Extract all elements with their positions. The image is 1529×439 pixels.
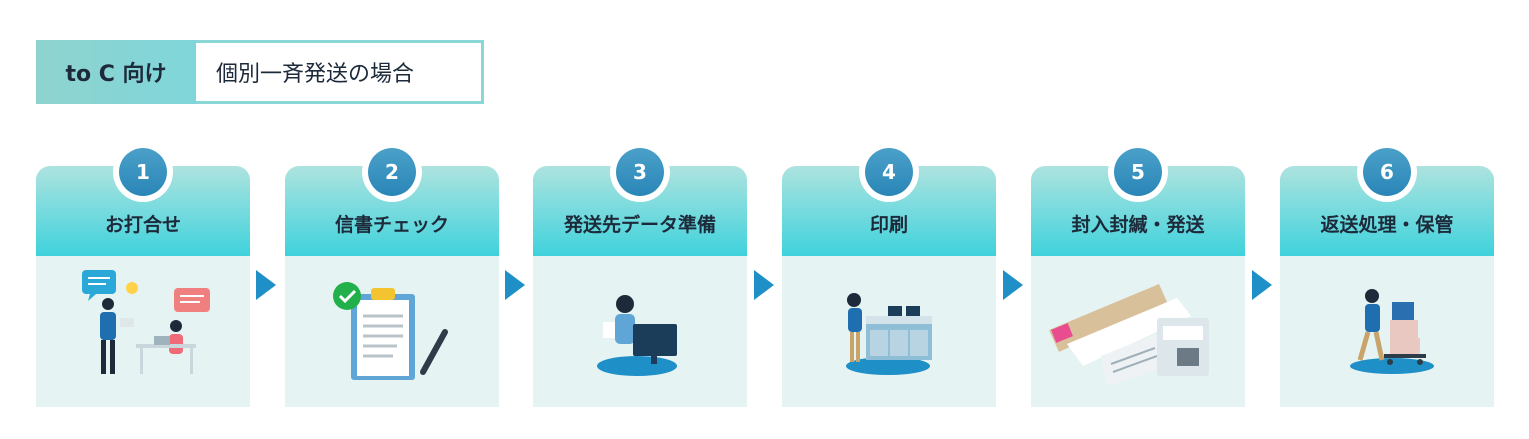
step-number: 5 — [1114, 148, 1162, 196]
step-number-badge: 1 — [113, 142, 173, 202]
step-2: 信書チェック 2 — [285, 142, 499, 407]
page-title: 個別一斉発送の場合 — [196, 43, 481, 101]
category-tag: to C 向け 個別一斉発送の場合 — [36, 40, 484, 104]
step-number: 4 — [865, 148, 913, 196]
step-1: お打合せ 1 — [36, 142, 250, 407]
arrow-right-icon — [754, 270, 774, 300]
step-number-badge: 6 — [1357, 142, 1417, 202]
step-number-badge: 5 — [1108, 142, 1168, 202]
step-number: 6 — [1363, 148, 1411, 196]
step-number: 3 — [616, 148, 664, 196]
arrow-right-icon — [505, 270, 525, 300]
data-preparation-illustration — [597, 295, 677, 376]
step-number: 1 — [119, 148, 167, 196]
step-label: 発送先データ準備 — [563, 214, 716, 236]
enclosing-illustration — [1049, 284, 1209, 386]
step-number: 2 — [368, 148, 416, 196]
step-number-badge: 2 — [362, 142, 422, 202]
meeting-illustration — [82, 270, 210, 374]
step-label: 封入封緘・発送 — [1071, 214, 1205, 236]
step-illustration-panel — [1280, 256, 1494, 407]
step-3: 発送先データ準備 3 — [533, 142, 747, 407]
arrow-right-icon — [1003, 270, 1023, 300]
step-illustration-panel — [533, 256, 747, 407]
step-illustration-panel — [36, 256, 250, 407]
step-illustration-panel — [782, 256, 996, 407]
clipboard-check-illustration — [333, 282, 448, 380]
step-label: 信書チェック — [334, 214, 449, 236]
step-label: 返送処理・保管 — [1320, 214, 1454, 236]
step-illustration-panel — [285, 256, 499, 407]
arrow-right-icon — [256, 270, 276, 300]
step-illustration-panel — [1031, 256, 1245, 407]
step-number-badge: 3 — [610, 142, 670, 202]
tag-label: to C 向け — [36, 40, 196, 104]
step-label: 印刷 — [869, 214, 908, 236]
step-number-badge: 4 — [859, 142, 919, 202]
step-4: 印刷 4 — [782, 142, 996, 407]
return-storage-illustration — [1350, 289, 1434, 374]
step-label: お打合せ — [104, 214, 181, 236]
arrow-right-icon — [1252, 270, 1272, 300]
printing-illustration — [846, 293, 932, 375]
step-5: 封入封緘・発送 5 — [1031, 142, 1245, 407]
step-6: 返送処理・保管 6 — [1280, 142, 1494, 407]
